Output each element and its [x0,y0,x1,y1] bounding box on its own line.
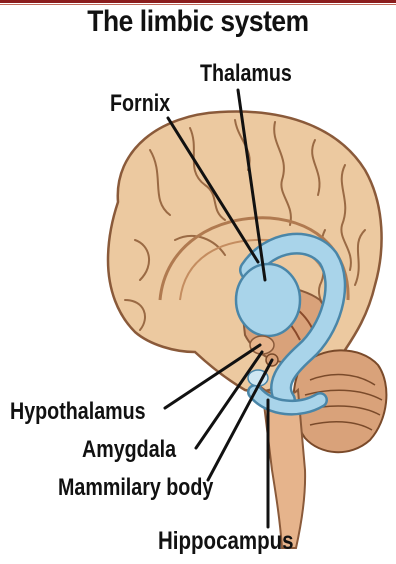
label-mammilary-body: Mammilary body [58,474,213,502]
label-fornix: Fornix [110,90,170,118]
label-hippocampus: Hippocampus [158,527,294,556]
label-thalamus: Thalamus [200,60,292,88]
label-amygdala: Amygdala [82,436,176,464]
label-hypothalamus: Hypothalamus [10,398,146,426]
thalamus [236,264,300,336]
